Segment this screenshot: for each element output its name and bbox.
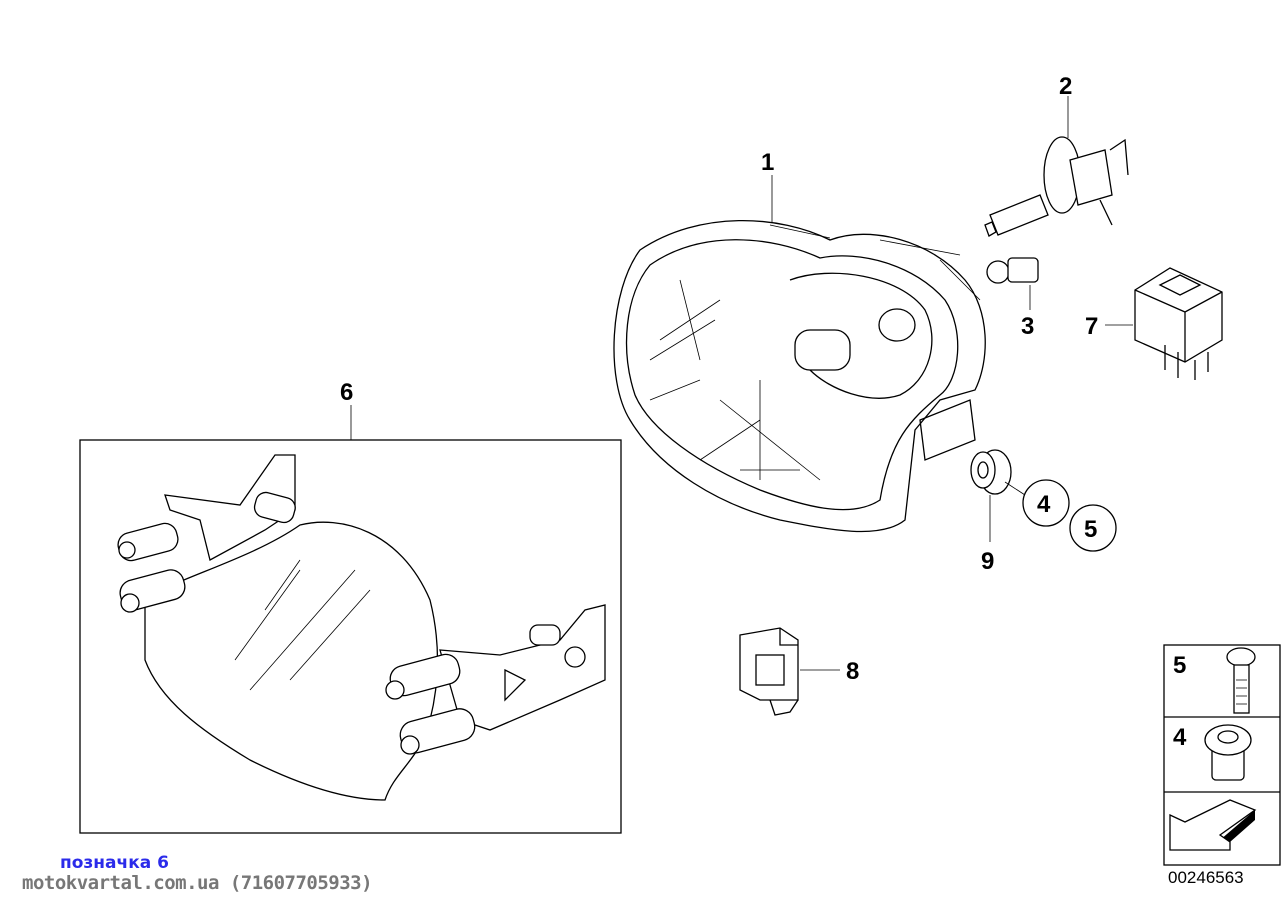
lens-with-brackets[interactable] (115, 454, 606, 801)
bushing-icon (1204, 724, 1252, 781)
headlight-bulb[interactable] (984, 136, 1129, 237)
parking-bulb[interactable] (986, 257, 1039, 284)
diagram-code: 00246563 (1168, 868, 1244, 887)
callout-5[interactable]: 5 (1084, 516, 1097, 543)
callout-7[interactable]: 7 (1085, 313, 1098, 340)
detail-frame (79, 439, 622, 834)
holder-clip[interactable] (739, 627, 799, 716)
callout-4[interactable]: 4 (1037, 491, 1051, 518)
rubber-grommet[interactable] (970, 449, 1012, 495)
fastener-legend: 5 4 (1163, 644, 1281, 866)
callout-8[interactable]: 8 (846, 658, 859, 685)
leader-line-4 (1004, 481, 1026, 496)
callout-9[interactable]: 9 (981, 548, 994, 575)
callout-2[interactable]: 2 (1059, 73, 1072, 100)
reference-note: позначка 6 (60, 853, 169, 873)
callout-3[interactable]: 3 (1021, 313, 1034, 340)
site-watermark: motokvartal.com.ua (71607705933) (22, 872, 373, 894)
relay[interactable] (1134, 267, 1223, 380)
callout-4-circle (1022, 479, 1070, 527)
callout-1[interactable]: 1 (761, 149, 774, 176)
legend-label-4: 4 (1173, 724, 1187, 751)
legend-label-5: 5 (1173, 652, 1186, 679)
screw-icon (1226, 647, 1256, 714)
callout-6[interactable]: 6 (340, 379, 353, 406)
arrow-icon (1169, 799, 1257, 851)
callout-5-circle (1069, 504, 1117, 552)
headlight-assembly[interactable] (613, 219, 986, 533)
